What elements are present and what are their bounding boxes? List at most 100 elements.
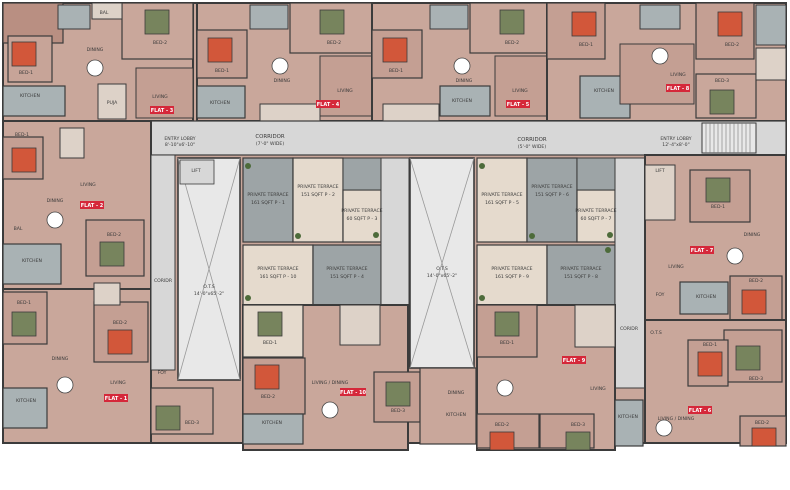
- dining-tables: [46, 47, 744, 437]
- room-label: FOY: [656, 292, 665, 298]
- room-label: KITCHEN: [696, 294, 716, 300]
- room-label: LIVING: [670, 72, 686, 78]
- left-wing: [2, 120, 214, 444]
- room-label: BED-3: [749, 376, 763, 382]
- corridor-mid-right: [614, 157, 646, 389]
- room-label: BED-3: [185, 420, 199, 426]
- room-label: BED-1: [579, 42, 593, 48]
- terrace-area-label: 60 SQFT P - 7: [581, 216, 612, 222]
- bed-orange-icon: [11, 147, 37, 173]
- room-label: LIVING: [512, 88, 528, 94]
- room-label: LIVING / DINING: [658, 416, 695, 422]
- room-label: BED-1: [19, 70, 33, 76]
- room-label: LIVING: [152, 94, 168, 100]
- room-label: KITCHEN: [594, 88, 614, 94]
- room-label: DINING: [274, 78, 291, 84]
- flat-tag: FLAT - 5: [507, 102, 530, 108]
- terrace-label: PRIVATE TERRACE: [575, 208, 616, 214]
- room-label: BAL: [100, 10, 109, 16]
- dining-table-icon: [726, 247, 744, 265]
- entry-lobby-label: ENTRY LOBBY: [660, 136, 691, 142]
- corridor-label: CORRIDOR: [255, 134, 284, 140]
- left-vertical-corridor: [150, 154, 176, 371]
- dining-table-icon: [86, 59, 104, 77]
- main-corridor: [59, 120, 787, 156]
- room-label: KITCHEN: [20, 93, 40, 99]
- room-label: FOY: [158, 370, 167, 376]
- bed-green-icon: [11, 311, 37, 337]
- room-label: LIVING / DINING: [312, 380, 349, 386]
- dining-table-icon: [453, 57, 471, 75]
- room-label: BED-1: [711, 204, 725, 210]
- entry-lobby-dim-label: 12'-4"x8'-0": [662, 142, 689, 148]
- bed-orange-icon: [697, 351, 723, 377]
- flat-tag: FLAT - 3: [151, 108, 174, 114]
- flat-tag: FLAT - 1: [105, 396, 128, 402]
- corridor-dim-label: (7'-0" WIDE): [256, 141, 284, 147]
- terrace-area-label: 161 SQFT P - 10: [260, 274, 297, 280]
- bed-orange-icon: [489, 431, 515, 451]
- dining-table-icon: [321, 401, 339, 419]
- room-label: LIVING: [668, 264, 684, 270]
- lift-label: LIFT: [655, 168, 664, 174]
- flat-tags: FLAT - 3 FLAT - 4 FLAT - 5 FLAT - 8 FLAT…: [80, 84, 714, 414]
- bed-orange-icon: [107, 329, 133, 355]
- room-label: BED-3: [571, 422, 585, 428]
- room-label: BED-2: [261, 394, 275, 400]
- room-label: DINING: [87, 47, 104, 53]
- room-label: KITCHEN: [22, 258, 42, 264]
- corridor-vertical-label: CORIDR: [620, 326, 639, 332]
- room-label: KITCHEN: [618, 414, 638, 420]
- bed-green-icon: [705, 177, 731, 203]
- room-label: KITCHEN: [446, 412, 466, 418]
- terrace-area-label: 161 SQFT P - 1: [251, 200, 285, 206]
- bed-orange-icon: [254, 364, 280, 390]
- room-label: BED-1: [17, 300, 31, 306]
- room-label: DINING: [448, 390, 465, 396]
- terrace-label: PRIVATE TERRACE: [297, 184, 338, 190]
- terrace-label: PRIVATE TERRACE: [326, 266, 367, 272]
- terrace-label: PRIVATE TERRACE: [341, 208, 382, 214]
- bed-orange-icon: [751, 427, 777, 447]
- room-label: BAL: [14, 226, 23, 232]
- bed-green-icon: [99, 241, 125, 267]
- terrace-area-label: 60 SQFT P - 3: [347, 216, 378, 222]
- terrace-area-label: 151 SQFT P - 2: [301, 192, 335, 198]
- bed-green-icon: [735, 345, 761, 371]
- bed-orange-icon: [571, 11, 597, 37]
- dining-table-icon: [496, 379, 514, 397]
- ots-label: O.T.S: [436, 266, 448, 272]
- bed-green-icon: [144, 9, 170, 35]
- corridor-vertical-label: CORIDR: [154, 278, 173, 284]
- room-label: DINING: [52, 356, 69, 362]
- bed-green-icon: [385, 381, 411, 407]
- terrace-label: PRIVATE TERRACE: [257, 266, 298, 272]
- room-label: BED-1: [263, 340, 277, 346]
- room-label: PUJA: [107, 100, 118, 106]
- room-label: BED-2: [327, 40, 341, 46]
- flat-tag: FLAT - 4: [317, 102, 340, 108]
- room-labels: CORRIDOR (7'-0" WIDE) CORRIDOR (5'-0" WI…: [14, 10, 770, 428]
- room-label: BED-2: [505, 40, 519, 46]
- bed-orange-icon: [717, 11, 743, 37]
- ots-dim-label: 14'-0"x65'-2": [194, 291, 224, 297]
- room-label: BED-1: [215, 68, 229, 74]
- corridor-dim-label: (5'-0" WIDE): [518, 144, 546, 150]
- terrace-label: PRIVATE TERRACE: [481, 192, 522, 198]
- bed-orange-icon: [741, 289, 767, 315]
- room-label: DINING: [47, 198, 64, 204]
- central-void: [409, 157, 475, 369]
- room-label: DINING: [744, 232, 761, 238]
- terrace-area-label: 151 SQFT P - 4: [330, 274, 364, 280]
- bed-green-icon: [257, 311, 283, 337]
- room-label: O.T.S: [650, 330, 662, 336]
- left-void: [177, 157, 241, 381]
- dining-table-icon: [271, 57, 289, 75]
- dining-table-icon: [46, 211, 64, 229]
- flat-tag: FLAT - 6: [689, 408, 712, 414]
- terrace-plants: [245, 163, 613, 301]
- bed-green-icon: [709, 89, 735, 115]
- ots-dim-label: 14'-0"x65'-2": [427, 273, 457, 279]
- terrace-label: PRIVATE TERRACE: [560, 266, 601, 272]
- room-label: LIVING: [80, 182, 96, 188]
